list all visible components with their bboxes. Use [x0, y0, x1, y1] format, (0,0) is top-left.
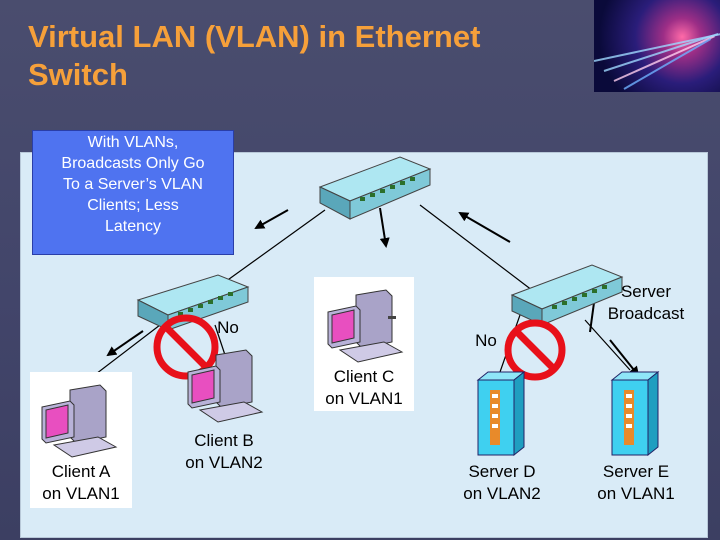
no-left-text: No — [217, 318, 239, 337]
client-a-label: Client A on VLAN1 — [30, 461, 132, 505]
note-line-2: Broadcasts Only Go — [61, 155, 205, 172]
server-d-label: Server D on VLAN2 — [450, 461, 554, 505]
server-broadcast-line-1: Server — [620, 282, 672, 301]
server-broadcast-line-2: Broadcast — [607, 304, 685, 323]
note-line-5: Latency — [104, 218, 162, 235]
server-e-icon — [610, 370, 660, 457]
server-e-label: Server E on VLAN1 — [584, 461, 688, 505]
client-b-name: Client B — [194, 431, 254, 450]
title-line-2: Switch — [28, 57, 128, 92]
decorative-photo — [594, 0, 720, 92]
server-d-icon — [476, 370, 526, 457]
client-c-vlan: on VLAN1 — [325, 389, 403, 408]
vlan-info-box: With VLANs, Broadcasts Only Go To a Serv… — [32, 130, 234, 255]
slide-title: Virtual LAN (VLAN) in Ethernet Switch — [28, 18, 588, 94]
server-broadcast-label: Server Broadcast — [596, 281, 696, 325]
no-sign-left-icon — [153, 314, 219, 380]
title-line-1: Virtual LAN (VLAN) in Ethernet — [28, 19, 481, 54]
server-e-name: Server E — [602, 462, 670, 481]
no-right-text: No — [475, 331, 497, 350]
server-e-vlan: on VLAN1 — [597, 484, 675, 503]
note-line-4: Clients; Less — [87, 197, 179, 214]
switch-core — [318, 156, 432, 220]
server-d-name: Server D — [468, 462, 536, 481]
client-c-pc-icon — [327, 289, 404, 363]
client-a-pc-icon — [41, 384, 118, 458]
client-b-vlan: on VLAN2 — [185, 453, 263, 472]
no-label-left: No — [206, 317, 250, 339]
note-line-3: To a Server’s VLAN — [63, 176, 203, 193]
client-b-label: Client B on VLAN2 — [172, 430, 276, 474]
no-label-right: No — [466, 330, 506, 352]
client-a-name: Client A — [51, 462, 111, 481]
client-b-pc-icon — [187, 349, 264, 423]
note-line-1: With VLANs, — [87, 134, 179, 151]
server-d-vlan: on VLAN2 — [463, 484, 541, 503]
client-c-label: Client C on VLAN1 — [312, 366, 416, 410]
client-c-name: Client C — [333, 367, 395, 386]
client-a-vlan: on VLAN1 — [42, 484, 120, 503]
no-sign-right-icon — [504, 319, 566, 381]
